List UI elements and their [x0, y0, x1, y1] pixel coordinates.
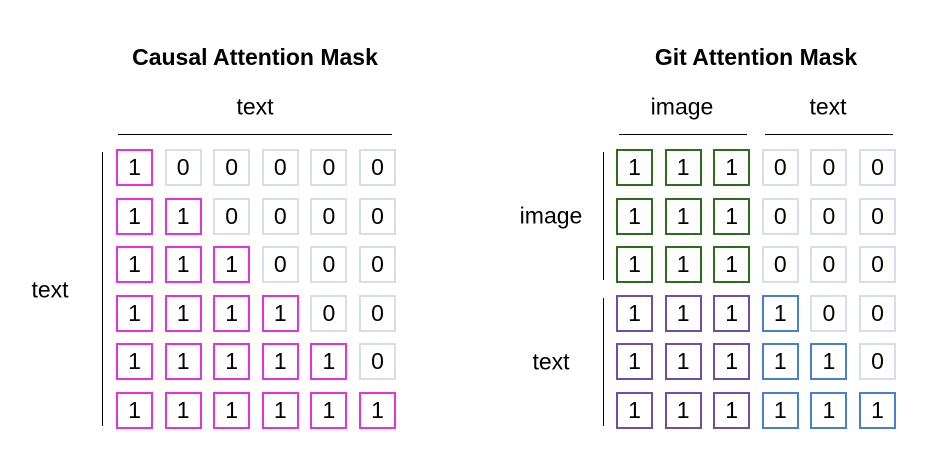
causal-cell-r1-c6: 0 — [359, 149, 396, 186]
causal-cell-r6-c2: 1 — [164, 392, 202, 429]
git-cell-r4-c2: 1 — [664, 294, 702, 332]
git-cell-r1-c2: 1 — [664, 149, 702, 186]
causal-cell-r4-c5: 0 — [310, 294, 348, 332]
git-cell-r3-c6: 0 — [859, 246, 896, 284]
git-cell-r3-c5: 0 — [810, 246, 848, 284]
causal-cell-r1-c3: 0 — [213, 149, 251, 186]
git-cell-r2-c3: 1 — [713, 197, 751, 235]
causal-cell-r5-c5: 1 — [310, 343, 348, 381]
causal-cell-r1-c4: 0 — [261, 149, 299, 186]
causal-cell-r6-c4: 1 — [261, 392, 299, 429]
causal-cell-r3-c6: 0 — [359, 246, 396, 284]
causal-cell-r4-c2: 1 — [164, 294, 202, 332]
git-cell-r4-c3: 1 — [713, 294, 751, 332]
causal-cell-r2-c1: 1 — [116, 197, 153, 235]
git-cell-r1-c4: 0 — [761, 149, 799, 186]
causal-cell-r5-c4: 1 — [261, 343, 299, 381]
git-column-label-text: text — [809, 93, 847, 120]
causal-cell-r1-c1: 1 — [116, 149, 153, 186]
causal-cell-r5-c3: 1 — [213, 343, 251, 381]
git-cell-r3-c2: 1 — [664, 246, 702, 284]
causal-cell-r6-c1: 1 — [116, 392, 153, 429]
causal-row-label-text: text — [31, 276, 69, 303]
git-mask-title: Git Attention Mask — [654, 44, 858, 70]
git-cell-r4-c1: 1 — [616, 294, 653, 332]
git-cell-r4-c4: 1 — [761, 294, 799, 332]
causal-column-label-text: text — [236, 93, 274, 120]
git-cell-r2-c5: 0 — [810, 197, 848, 235]
git-cell-r1-c3: 1 — [713, 149, 751, 186]
causal-cell-r2-c3: 0 — [213, 197, 251, 235]
causal-cell-r2-c6: 0 — [359, 197, 396, 235]
git-row-label-image: image — [519, 202, 583, 229]
causal-cell-r4-c1: 1 — [116, 294, 153, 332]
causal-cell-r2-c4: 0 — [261, 197, 299, 235]
git-image-column-bracket — [619, 134, 747, 135]
causal-column-bracket — [118, 134, 392, 135]
causal-cell-r5-c2: 1 — [164, 343, 202, 381]
git-cell-r6-c6: 1 — [859, 392, 896, 429]
git-cell-r3-c3: 1 — [713, 246, 751, 284]
git-cell-r6-c4: 1 — [761, 392, 799, 429]
git-text-column-bracket — [765, 134, 893, 135]
causal-cell-r6-c5: 1 — [310, 392, 348, 429]
git-cell-r5-c3: 1 — [713, 343, 751, 381]
git-cell-r2-c4: 0 — [761, 197, 799, 235]
git-cell-r3-c4: 0 — [761, 246, 799, 284]
git-text-row-bracket — [603, 298, 604, 426]
git-cell-r3-c1: 1 — [616, 246, 653, 284]
git-cell-r6-c5: 1 — [810, 392, 848, 429]
causal-cell-r5-c1: 1 — [116, 343, 153, 381]
causal-cell-r4-c3: 1 — [213, 294, 251, 332]
git-cell-r5-c1: 1 — [616, 343, 653, 381]
git-cell-r5-c2: 1 — [664, 343, 702, 381]
causal-cell-r6-c6: 1 — [359, 392, 396, 429]
causal-cell-r1-c2: 0 — [164, 149, 202, 186]
causal-cell-r4-c6: 0 — [359, 294, 396, 332]
causal-cell-r3-c4: 0 — [261, 246, 299, 284]
git-cell-r1-c5: 0 — [810, 149, 848, 186]
git-cell-r1-c1: 1 — [616, 149, 653, 186]
git-cell-r4-c6: 0 — [859, 294, 896, 332]
git-cell-r2-c2: 1 — [664, 197, 702, 235]
causal-cell-r3-c3: 1 — [213, 246, 251, 284]
git-cell-r5-c5: 1 — [810, 343, 848, 381]
causal-cell-r1-c5: 0 — [310, 149, 348, 186]
git-cell-r5-c4: 1 — [761, 343, 799, 381]
git-row-label-text: text — [532, 348, 570, 375]
git-cell-r6-c3: 1 — [713, 392, 751, 429]
causal-cell-r4-c4: 1 — [261, 294, 299, 332]
causal-cell-r2-c2: 1 — [164, 197, 202, 235]
git-cell-r2-c1: 1 — [616, 197, 653, 235]
git-column-label-image: image — [650, 93, 714, 120]
causal-cell-r6-c3: 1 — [213, 392, 251, 429]
git-cell-r6-c1: 1 — [616, 392, 653, 429]
git-cell-r5-c6: 0 — [859, 343, 896, 381]
causal-cell-r3-c2: 1 — [164, 246, 202, 284]
causal-cell-r3-c5: 0 — [310, 246, 348, 284]
git-cell-r6-c2: 1 — [664, 392, 702, 429]
git-cell-r1-c6: 0 — [859, 149, 896, 186]
causal-mask-title: Causal Attention Mask — [132, 44, 378, 70]
causal-cell-r5-c6: 0 — [359, 343, 396, 381]
causal-row-bracket — [102, 152, 103, 426]
causal-cell-r2-c5: 0 — [310, 197, 348, 235]
git-image-row-bracket — [603, 152, 604, 280]
git-cell-r4-c5: 0 — [810, 294, 848, 332]
git-cell-r2-c6: 0 — [859, 197, 896, 235]
causal-cell-r3-c1: 1 — [116, 246, 153, 284]
